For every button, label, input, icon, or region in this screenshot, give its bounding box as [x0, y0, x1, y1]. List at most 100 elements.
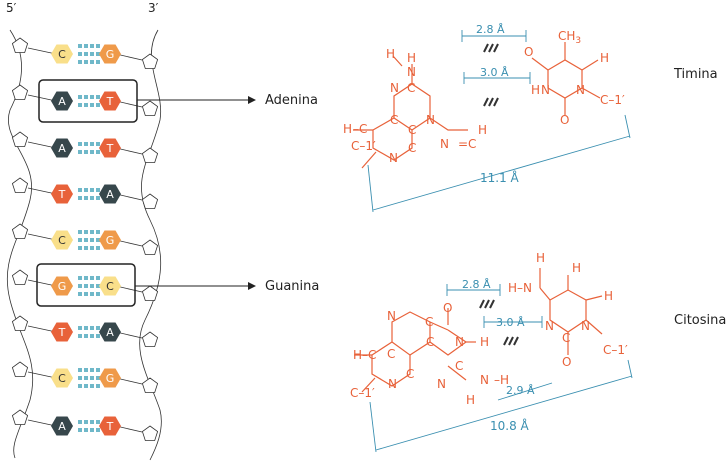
adenine-thymine-pair: H –C N C H H N C N C N C N =C H C–1′ CH3… [343, 23, 631, 213]
sugar-link [27, 233, 57, 241]
adenine-ring-bonds [393, 83, 431, 131]
gc-width: 10.8 Å [490, 418, 530, 433]
at-c1-left: C–1′ [351, 139, 376, 153]
sugar-pentagon [141, 239, 159, 255]
atom-c: C [455, 359, 463, 373]
atom-n: N [390, 81, 399, 95]
hbond-zone [84, 87, 96, 115]
base-left-letter: A [58, 95, 66, 108]
at-width: 11.1 Å [480, 170, 520, 185]
atom-h: –H [494, 373, 509, 387]
gc-dist-mid: 3.0 Å [496, 316, 525, 329]
atom-o: O [524, 45, 533, 59]
atom-n: N [581, 319, 590, 333]
guanine-c1-bond [361, 377, 376, 393]
base-left-shape [51, 322, 73, 342]
base-left-shape [51, 276, 73, 296]
guanine-c-bond [429, 321, 449, 331]
atom-n: N [480, 373, 489, 387]
base-right-letter: A [106, 188, 114, 201]
at-c1-right: C–1′ [600, 93, 625, 107]
guanine-ring-top [391, 311, 431, 356]
guanine-nh2-bond [447, 365, 467, 381]
atom-c: C [407, 81, 415, 95]
at-width-line [372, 135, 631, 211]
base-left-letter: G [58, 280, 67, 293]
thymine-o-bond [531, 57, 549, 71]
base-right-shape [99, 230, 121, 250]
atom-h: H [466, 393, 475, 407]
base-left-shape [51, 91, 73, 111]
base-left-letter: A [58, 142, 66, 155]
sugar-link [27, 371, 57, 379]
base-right-letter: G [106, 372, 115, 385]
thymine-h-bond [581, 59, 599, 71]
atom-o: O [560, 113, 569, 127]
sugar-pentagon [141, 147, 159, 163]
atom-n: N [545, 319, 554, 333]
thymine-c1-bond [581, 87, 601, 99]
timina-label: Timina [673, 67, 718, 82]
atom-h: H–N [508, 281, 532, 295]
atom-c: C [426, 335, 434, 349]
gc-dim-line-bottom [497, 382, 553, 401]
sugar-pentagon [141, 193, 159, 209]
base-right-letter: T [106, 95, 114, 108]
adenina-highlight-box [38, 79, 138, 123]
sugar-pentagon [11, 131, 29, 147]
atom-h: H [531, 83, 540, 97]
atom-c: C [408, 123, 416, 137]
atom-n: N [387, 309, 396, 323]
atom-c: C [387, 347, 395, 361]
gc-c1-left: C–1′ [350, 386, 375, 400]
sugar-link [27, 47, 57, 55]
atom-h: H [343, 122, 352, 136]
citosina-label: Citosina [674, 313, 726, 328]
guanina-label: Guanina [265, 279, 319, 294]
base-left-letter: T [58, 326, 66, 339]
thymine-ch3: CH3 [558, 29, 581, 46]
gc-hydrogen-bonds [479, 299, 519, 346]
base-left-letter: C [58, 48, 66, 61]
guanine-ring-extra [429, 341, 467, 356]
base-right-letter: A [106, 326, 114, 339]
base-right-shape [99, 322, 121, 342]
sugar-pentagon [11, 37, 29, 53]
at-dist-top: 2.8 Å [476, 23, 505, 36]
cytosine-nh-bond [539, 287, 551, 301]
atom-c: C [390, 113, 398, 127]
atom-o: O [562, 355, 571, 369]
sugar-pentagon [11, 409, 29, 425]
atom-n: N [389, 151, 398, 165]
atom-n: N [440, 137, 449, 151]
sugar-pentagon [141, 53, 159, 69]
atom-h: H [572, 261, 581, 275]
sugar-pentagon [11, 269, 29, 285]
base-left-shape [51, 138, 73, 158]
sugar-link [27, 419, 57, 427]
base-right-shape [99, 276, 121, 296]
base-right-letter: G [106, 48, 115, 61]
atom-c: C [408, 141, 416, 155]
atom-h: H–C [353, 348, 376, 362]
gc-dist-bottom: 2.9 Å [506, 384, 535, 397]
sugar-pentagon [141, 285, 159, 301]
base-right-shape [99, 91, 121, 111]
atom-n: N [455, 335, 464, 349]
left-backbone [6, 29, 34, 459]
sugar-pentagon [141, 377, 159, 393]
hbond-zone [84, 180, 96, 208]
atom-h: H [604, 289, 613, 303]
guanine-cytosine-pair: H–C N C O C N H N C C N C N –H H C–1′ H … [350, 251, 633, 453]
base-left-shape [51, 368, 73, 388]
sugar-link [27, 187, 57, 195]
sugar-link [27, 279, 57, 287]
sugar-link [27, 141, 57, 149]
sugar-pentagon [141, 425, 159, 441]
atom-c: C [562, 331, 570, 345]
atom-h: H [386, 47, 395, 61]
